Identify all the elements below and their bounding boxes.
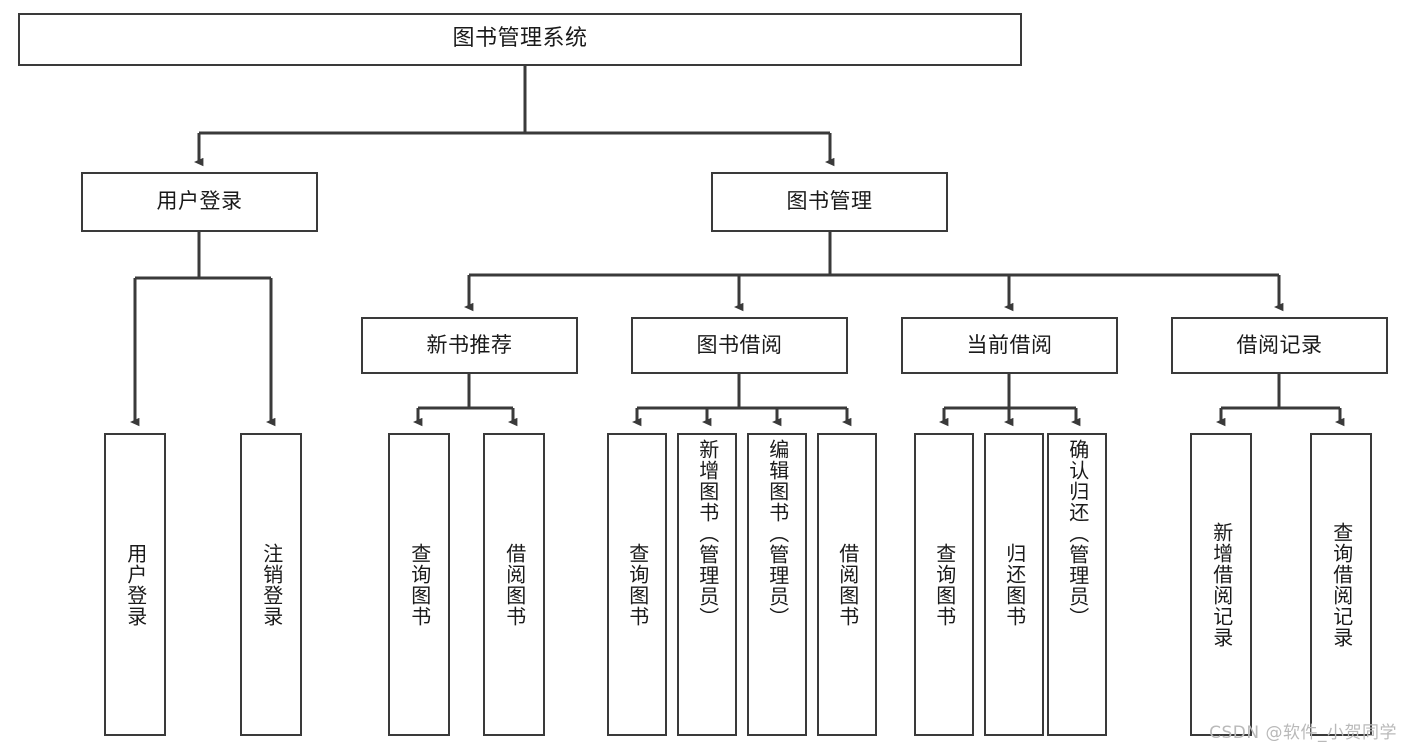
node-book-manage-label: 图书管理 [786, 189, 873, 214]
node-new-book-rec[interactable]: 新书推荐 [361, 317, 578, 374]
node-book-borrow-label: 图书借阅 [696, 332, 783, 357]
node-leaf-logout-label: 注销登录 [259, 542, 284, 627]
node-leaf-add-book[interactable]: 新增图书（管理员） [677, 433, 737, 736]
node-leaf-return-book-label: 归还图书 [1002, 542, 1027, 627]
node-leaf-user-login-label: 用户登录 [123, 542, 148, 627]
node-leaf-add-record-label: 新增借阅记录 [1209, 521, 1234, 648]
node-leaf-edit-book-label: 编辑图书（管理员） [765, 439, 790, 628]
node-user-login[interactable]: 用户登录 [81, 172, 318, 232]
node-leaf-logout[interactable]: 注销登录 [240, 433, 302, 736]
node-leaf-query-book-2[interactable]: 查询图书 [607, 433, 667, 736]
node-leaf-borrow-book-2-label: 借阅图书 [835, 542, 860, 627]
node-leaf-query-record-label: 查询借阅记录 [1329, 521, 1354, 648]
node-leaf-borrow-book-2[interactable]: 借阅图书 [817, 433, 877, 736]
watermark: CSDN @软件_小贺同学 [1209, 723, 1397, 743]
node-leaf-confirm-return[interactable]: 确认归还（管理员） [1047, 433, 1107, 736]
node-leaf-add-book-label: 新增图书（管理员） [695, 439, 720, 628]
node-leaf-add-record[interactable]: 新增借阅记录 [1190, 433, 1252, 736]
node-leaf-borrow-book-1-label: 借阅图书 [502, 542, 527, 627]
node-root[interactable]: 图书管理系统 [18, 13, 1022, 66]
node-leaf-query-book-2-label: 查询图书 [625, 542, 650, 627]
node-new-book-rec-label: 新书推荐 [426, 332, 513, 357]
node-borrow-record-label: 借阅记录 [1236, 332, 1323, 357]
node-current-borrow[interactable]: 当前借阅 [901, 317, 1118, 374]
node-leaf-query-book-3-label: 查询图书 [932, 542, 957, 627]
node-leaf-confirm-return-label: 确认归还（管理员） [1065, 439, 1090, 628]
node-leaf-query-book-1-label: 查询图书 [407, 542, 432, 627]
node-borrow-record[interactable]: 借阅记录 [1171, 317, 1388, 374]
node-leaf-edit-book[interactable]: 编辑图书（管理员） [747, 433, 807, 736]
node-current-borrow-label: 当前借阅 [966, 332, 1053, 357]
node-user-login-label: 用户登录 [156, 189, 243, 214]
node-leaf-query-record[interactable]: 查询借阅记录 [1310, 433, 1372, 736]
node-leaf-return-book[interactable]: 归还图书 [984, 433, 1044, 736]
node-book-manage[interactable]: 图书管理 [711, 172, 948, 232]
node-root-label: 图书管理系统 [452, 26, 588, 52]
node-leaf-query-book-3[interactable]: 查询图书 [914, 433, 974, 736]
node-leaf-borrow-book-1[interactable]: 借阅图书 [483, 433, 545, 736]
node-leaf-user-login[interactable]: 用户登录 [104, 433, 166, 736]
node-book-borrow[interactable]: 图书借阅 [631, 317, 848, 374]
node-leaf-query-book-1[interactable]: 查询图书 [388, 433, 450, 736]
